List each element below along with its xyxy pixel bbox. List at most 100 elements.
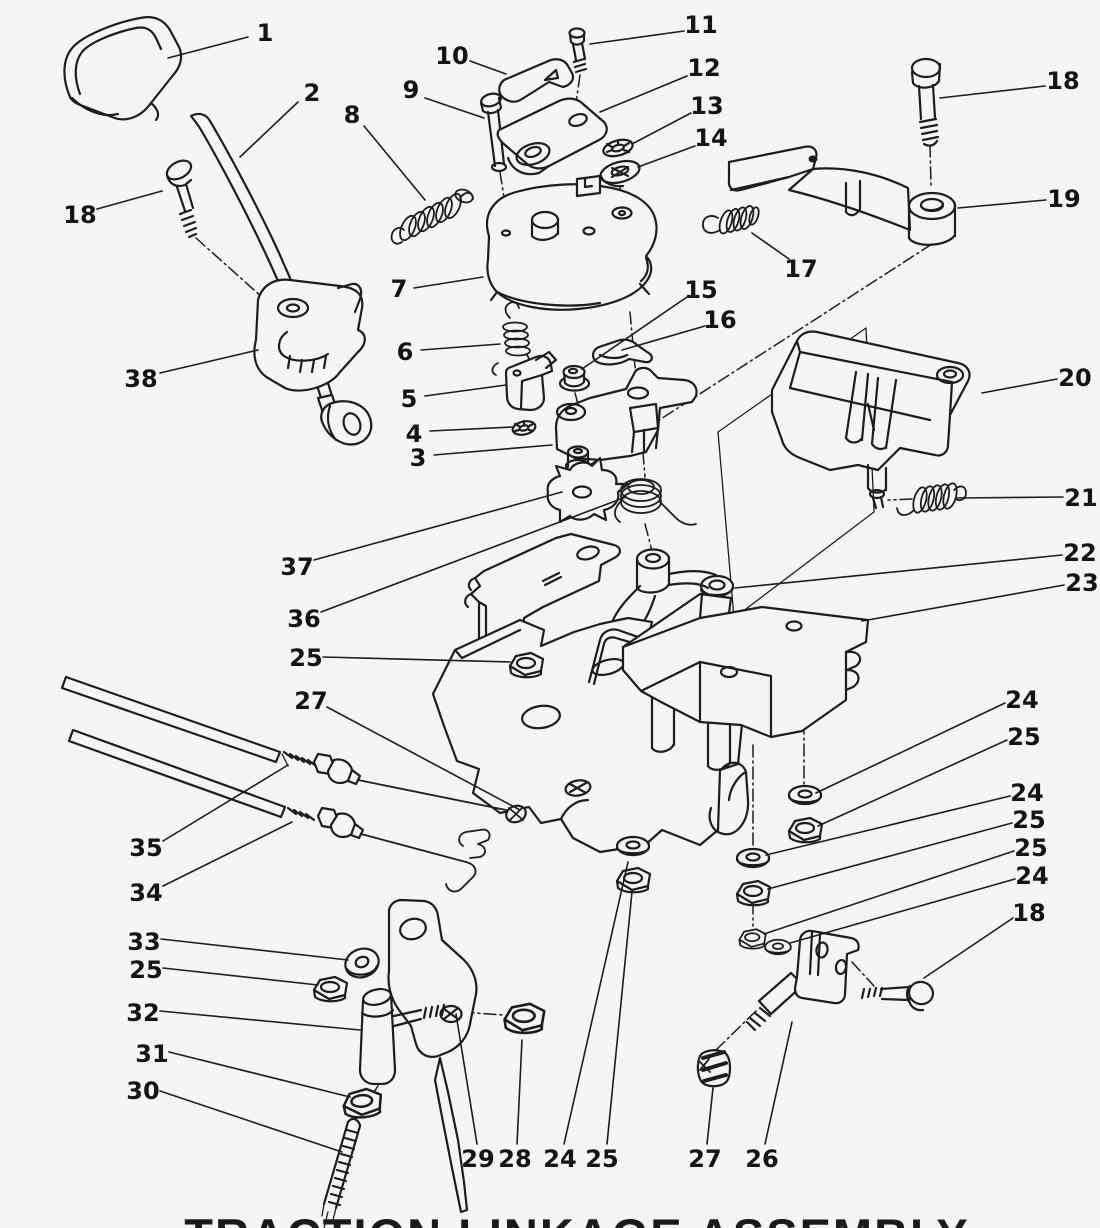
callout-25: 25 xyxy=(129,956,162,984)
callout-15: 15 xyxy=(684,276,717,304)
flat-washer-33 xyxy=(344,947,380,979)
shoulder-bolt-left xyxy=(165,159,198,239)
callout-4: 4 xyxy=(406,420,423,448)
callout-27: 27 xyxy=(294,687,327,715)
grommet-27 xyxy=(696,1049,732,1088)
small-bolt-11 xyxy=(568,27,588,74)
leader-line-24 xyxy=(789,878,1016,944)
threaded-rod-30 xyxy=(321,1117,362,1228)
leader-line-18 xyxy=(939,85,1046,99)
callout-14: 14 xyxy=(694,124,727,152)
callout-8: 8 xyxy=(344,101,361,129)
leader-line-14 xyxy=(637,145,696,168)
star-washer-4 xyxy=(511,419,537,436)
leader-line-4 xyxy=(429,426,513,432)
cable-35 xyxy=(60,675,527,824)
leader-line-1 xyxy=(167,36,249,59)
leader-line-16 xyxy=(621,325,706,351)
callout-13: 13 xyxy=(690,92,723,120)
leader-line-23 xyxy=(861,584,1065,622)
cable-stud-26 xyxy=(745,971,805,1032)
leader-line-25 xyxy=(322,656,511,663)
leader-line-37 xyxy=(313,491,563,561)
leader-line-20 xyxy=(981,378,1058,394)
callout-25: 25 xyxy=(585,1145,618,1173)
leader-line-19 xyxy=(957,199,1047,209)
leader-line-17 xyxy=(751,232,790,260)
callout-21: 21 xyxy=(1064,484,1097,512)
leader-line-38 xyxy=(159,349,259,374)
callout-25: 25 xyxy=(1014,834,1047,862)
leader-line-31 xyxy=(168,1051,351,1098)
clevis-bracket xyxy=(793,929,860,1005)
callout-layer: 1289101112131418181917207615165433821222… xyxy=(63,11,1098,1173)
callout-23: 23 xyxy=(1065,569,1098,597)
leader-line-25 xyxy=(162,967,319,986)
star-washer-13 xyxy=(602,138,634,158)
leader-line-24 xyxy=(765,795,1011,856)
spring-17 xyxy=(702,205,760,235)
cover-strip xyxy=(498,58,575,103)
callout-11: 11 xyxy=(684,11,717,39)
callout-27: 27 xyxy=(688,1145,721,1173)
spring-8 xyxy=(390,188,474,245)
leader-line-35 xyxy=(162,764,289,842)
bolt-18-bottom xyxy=(860,980,935,1012)
leader-line-15 xyxy=(581,296,688,370)
long-bolt-9 xyxy=(479,92,508,173)
leader-line-25 xyxy=(763,850,1015,935)
flat-washer-24-a xyxy=(787,784,823,806)
callout-17: 17 xyxy=(784,255,817,283)
shift-knob xyxy=(63,16,183,122)
shoulder-bolt-right xyxy=(910,57,942,147)
callout-24: 24 xyxy=(1015,862,1048,890)
cap-bushing-15 xyxy=(558,364,591,392)
flat-washer-24-c xyxy=(764,938,792,956)
hex-nut-28 xyxy=(503,1002,546,1035)
leader-line-13 xyxy=(631,112,692,145)
callout-20: 20 xyxy=(1058,364,1091,392)
torsion-spring-36 xyxy=(614,478,697,526)
callout-19: 19 xyxy=(1047,185,1080,213)
callout-7: 7 xyxy=(391,275,408,303)
spring-6 xyxy=(491,301,531,376)
leader-line-6 xyxy=(420,343,501,351)
leader-line-7 xyxy=(413,276,484,289)
callout-25: 25 xyxy=(289,644,322,672)
leader-line-29 xyxy=(455,1013,478,1145)
callout-25: 25 xyxy=(1012,806,1045,834)
callout-33: 33 xyxy=(127,928,160,956)
leader-line-26 xyxy=(764,1021,793,1145)
leader-line-12 xyxy=(599,75,688,113)
leader-line-25 xyxy=(606,891,633,1145)
jam-nut-31 xyxy=(341,1086,384,1121)
callout-31: 31 xyxy=(135,1040,168,1068)
flat-washer-24-left xyxy=(615,835,651,857)
callout-24: 24 xyxy=(1010,779,1043,807)
leader-line-2 xyxy=(239,101,299,158)
callout-9: 9 xyxy=(403,76,420,104)
cam-housing xyxy=(485,174,658,311)
lock-nut-25-c xyxy=(738,928,767,950)
star-cam-37 xyxy=(546,445,630,524)
lock-nut-25-d xyxy=(312,975,349,1003)
trunnion-32 xyxy=(358,988,446,1086)
callout-3: 3 xyxy=(410,444,427,472)
leader-line-27 xyxy=(706,1087,714,1145)
leader-line-24 xyxy=(815,702,1006,794)
leader-line-27 xyxy=(326,706,521,811)
leader-line-8 xyxy=(363,125,426,201)
flat-washer-24-b xyxy=(735,847,771,869)
leader-line-30 xyxy=(159,1090,343,1153)
callout-37: 37 xyxy=(280,553,313,581)
callout-32: 32 xyxy=(126,999,159,1027)
callout-10: 10 xyxy=(435,42,468,70)
leader-line-9 xyxy=(424,97,485,119)
leader-line-10 xyxy=(469,60,507,75)
leader-line-25 xyxy=(817,739,1008,827)
callout-24: 24 xyxy=(543,1145,576,1173)
callout-16: 16 xyxy=(703,306,736,334)
leader-line-11 xyxy=(589,30,685,45)
callout-6: 6 xyxy=(397,338,414,366)
